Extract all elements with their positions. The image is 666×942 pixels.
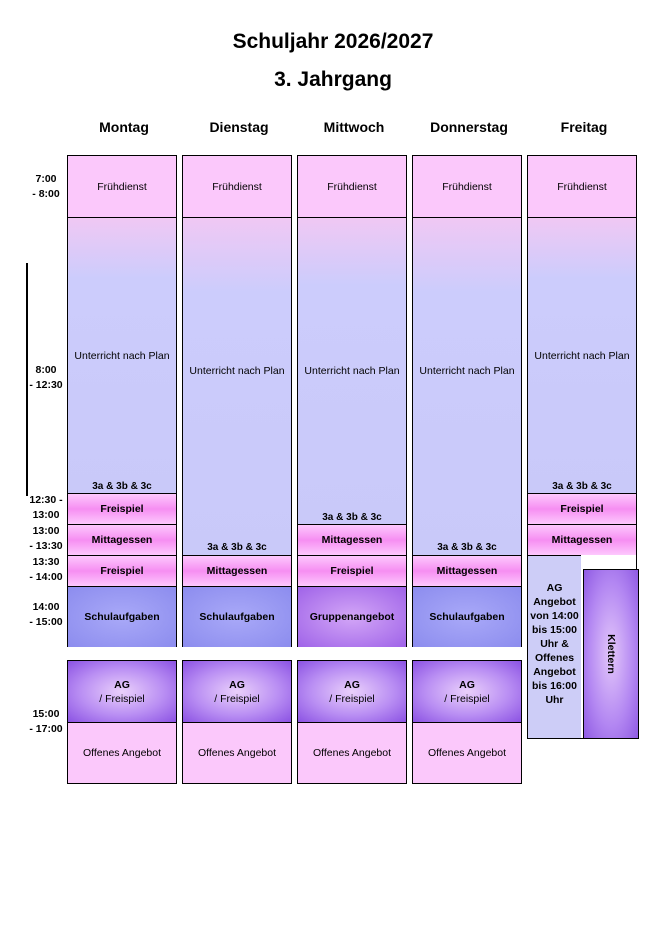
- column-dienstag-afternoon: AG / Freispiel Offenes Angebot: [182, 660, 292, 784]
- cell-fruehdienst: Frühdienst: [298, 156, 406, 217]
- ag-freispiel-label: / Freispiel: [99, 692, 145, 705]
- klassen-label: 3a & 3b & 3c: [322, 512, 382, 523]
- cell-ag: AG / Freispiel: [183, 661, 291, 722]
- cell-gruppenangebot: Gruppenangebot: [298, 586, 406, 647]
- klettern-label: Klettern: [605, 634, 617, 674]
- day-header-donnerstag: Donnerstag: [430, 119, 508, 135]
- ag-freispiel-label: / Freispiel: [214, 692, 260, 705]
- column-montag: Frühdienst Unterricht nach Plan 3a & 3b …: [67, 155, 177, 647]
- unterricht-label: Unterricht nach Plan: [304, 365, 400, 377]
- unterricht-label: Unterricht nach Plan: [74, 349, 170, 362]
- page-title: Schuljahr 2026/2027: [232, 30, 434, 53]
- ag-label: AG: [229, 678, 245, 691]
- cell-offenes-angebot: Offenes Angebot: [413, 722, 521, 783]
- cell-schulaufgaben: Schulaufgaben: [413, 586, 521, 647]
- cell-fruehdienst: Frühdienst: [528, 156, 636, 217]
- klassen-label: 3a & 3b & 3c: [207, 542, 267, 553]
- column-mittwoch-afternoon: AG / Freispiel Offenes Angebot: [297, 660, 407, 784]
- cell-klettern: Klettern: [583, 569, 639, 739]
- cell-freispiel: Freispiel: [528, 493, 636, 524]
- column-mittwoch: Frühdienst Unterricht nach Plan 3a & 3b …: [297, 155, 407, 647]
- ag-label: AG: [344, 678, 360, 691]
- cell-mittagessen: Mittagessen: [183, 555, 291, 586]
- cell-mittagessen: Mittagessen: [298, 524, 406, 555]
- time-label-15-17: 15:00 - 17:00: [29, 708, 63, 735]
- cell-mittagessen: Mittagessen: [413, 555, 521, 586]
- time-label-1330-14: 13:30 - 14:00: [29, 556, 63, 583]
- cell-mittagessen: Mittagessen: [68, 524, 176, 555]
- cell-unterricht: Unterricht nach Plan 3a & 3b & 3c: [183, 217, 291, 555]
- cell-mittagessen: Mittagessen: [528, 524, 636, 555]
- day-header-mittwoch: Mittwoch: [323, 119, 385, 135]
- cell-unterricht: Unterricht nach Plan 3a & 3b & 3c: [413, 217, 521, 555]
- ag-freispiel-label: / Freispiel: [329, 692, 375, 705]
- cell-unterricht: Unterricht nach Plan 3a & 3b & 3c: [298, 217, 406, 524]
- cell-offenes-angebot: Offenes Angebot: [298, 722, 406, 783]
- cell-schulaufgaben: Schulaufgaben: [68, 586, 176, 647]
- cell-ag-offenes-angebot: AG Angebot von 14:00 bis 15:00 Uhr & Off…: [528, 555, 581, 738]
- morning-time-bar: [26, 263, 28, 496]
- klassen-label: 3a & 3b & 3c: [552, 481, 612, 492]
- time-label-7-8: 7:00 - 8:00: [32, 173, 60, 200]
- day-header-dienstag: Dienstag: [209, 119, 269, 135]
- ag-label: AG: [459, 678, 475, 691]
- time-label-14-15: 14:00 - 15:00: [29, 601, 63, 628]
- ag-label: AG: [114, 678, 130, 691]
- cell-unterricht: Unterricht nach Plan 3a & 3b & 3c: [68, 217, 176, 493]
- unterricht-label: Unterricht nach Plan: [534, 349, 630, 362]
- cell-ag: AG / Freispiel: [413, 661, 521, 722]
- column-donnerstag: Frühdienst Unterricht nach Plan 3a & 3b …: [412, 155, 522, 647]
- time-label-13-1330: 13:00 - 13:30: [29, 525, 63, 552]
- cell-fruehdienst: Frühdienst: [183, 156, 291, 217]
- column-donnerstag-afternoon: AG / Freispiel Offenes Angebot: [412, 660, 522, 784]
- column-montag-afternoon: AG / Freispiel Offenes Angebot: [67, 660, 177, 784]
- time-label-1230-13: 12:30 - 13:00: [29, 494, 63, 521]
- ag-freispiel-label: / Freispiel: [444, 692, 490, 705]
- cell-fruehdienst: Frühdienst: [68, 156, 176, 217]
- time-label-8-1230: 8:00 - 12:30: [29, 364, 63, 391]
- page-subtitle: 3. Jahrgang: [274, 68, 392, 91]
- cell-fruehdienst: Frühdienst: [413, 156, 521, 217]
- column-freitag: Frühdienst Unterricht nach Plan 3a & 3b …: [527, 155, 637, 739]
- unterricht-label: Unterricht nach Plan: [189, 365, 285, 377]
- day-header-freitag: Freitag: [560, 119, 608, 135]
- cell-schulaufgaben: Schulaufgaben: [183, 586, 291, 647]
- day-header-montag: Montag: [99, 119, 149, 135]
- cell-freispiel: Freispiel: [68, 555, 176, 586]
- klassen-label: 3a & 3b & 3c: [437, 542, 497, 553]
- unterricht-label: Unterricht nach Plan: [419, 365, 515, 377]
- cell-freispiel: Freispiel: [298, 555, 406, 586]
- cell-ag: AG / Freispiel: [68, 661, 176, 722]
- cell-unterricht: Unterricht nach Plan 3a & 3b & 3c: [528, 217, 636, 493]
- cell-offenes-angebot: Offenes Angebot: [68, 722, 176, 783]
- klassen-label: 3a & 3b & 3c: [92, 481, 152, 492]
- column-dienstag: Frühdienst Unterricht nach Plan 3a & 3b …: [182, 155, 292, 647]
- cell-ag: AG / Freispiel: [298, 661, 406, 722]
- cell-offenes-angebot: Offenes Angebot: [183, 722, 291, 783]
- cell-freispiel: Freispiel: [68, 493, 176, 524]
